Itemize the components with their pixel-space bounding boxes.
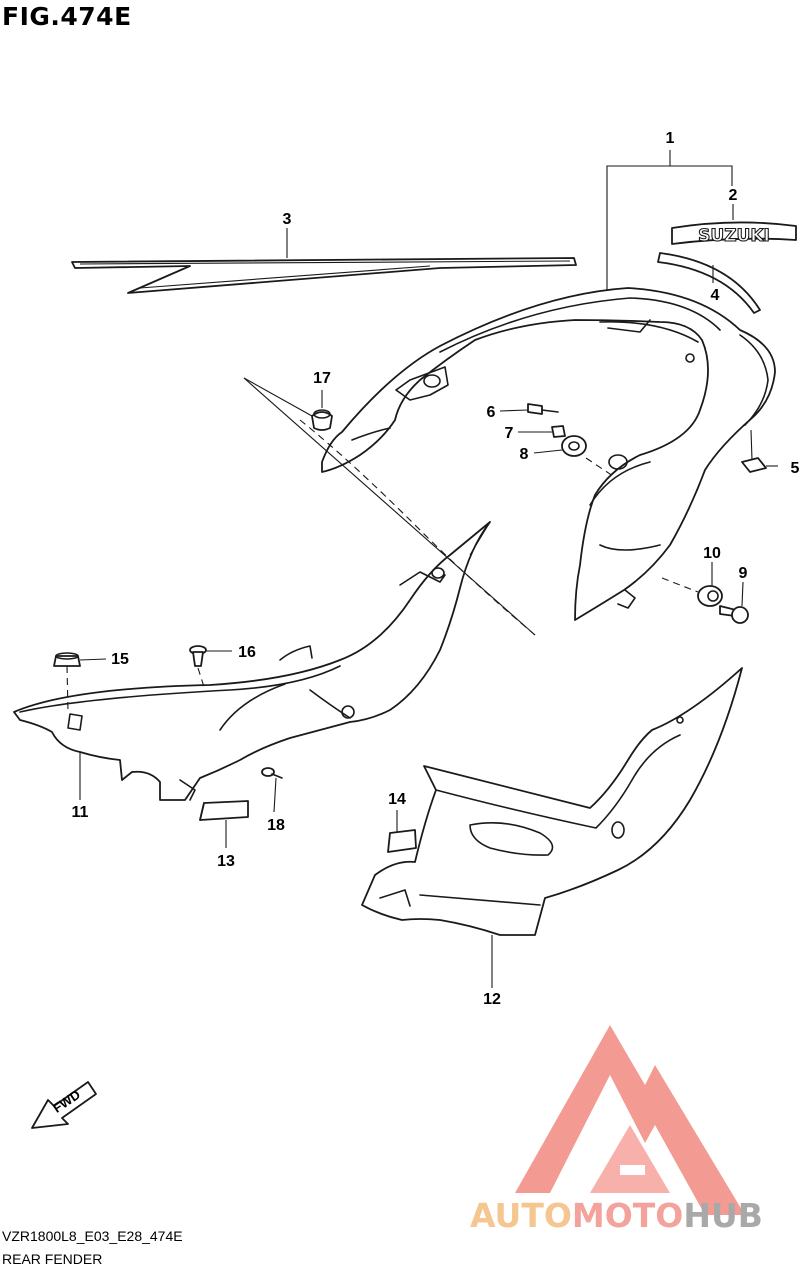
callout-3: 3 (283, 211, 292, 228)
part-15-grommet[interactable] (53, 652, 81, 667)
callout-17: 17 (313, 370, 331, 387)
part-11-rear-fender[interactable] (13, 521, 491, 801)
part-16-push-rivet[interactable] (189, 645, 207, 667)
callout-16: 16 (238, 644, 256, 661)
part-4-curved-molding[interactable] (657, 252, 761, 314)
part-8-cushion[interactable] (561, 435, 587, 457)
figure-title: FIG.474E (2, 2, 132, 31)
fwd-arrow: FWD (31, 1081, 97, 1129)
callout-15: 15 (111, 651, 129, 668)
callout-8: 8 (520, 446, 529, 463)
part-5-clip-nut[interactable] (741, 457, 767, 473)
callout-13: 13 (217, 853, 235, 870)
callout-9: 9 (739, 565, 748, 582)
alignment-lines (243, 377, 536, 636)
part-17-grommet[interactable] (311, 409, 333, 431)
part-14-pad[interactable] (387, 829, 417, 853)
part-12-lower-fender[interactable] (361, 667, 743, 936)
callout-11: 11 (72, 804, 89, 821)
automotohub-watermark-logo (515, 1025, 745, 1215)
watermark-text: AUTOMOTOHUB (470, 1196, 763, 1235)
callout-1: 1 (666, 130, 675, 147)
callout-numbers: 1 2 3 4 5 6 7 8 9 10 11 12 13 14 15 16 1… (72, 130, 800, 1008)
part-6-screw[interactable] (527, 403, 559, 415)
callout-5: 5 (791, 460, 800, 477)
watermark-auto: AUTO (470, 1196, 572, 1235)
part-18-screw[interactable] (261, 767, 283, 779)
callout-2: 2 (729, 187, 738, 204)
callout-10: 10 (703, 545, 721, 562)
part-10-grommet[interactable] (697, 585, 723, 607)
part-13-pad[interactable] (199, 800, 249, 821)
part-2-suzuki-emblem[interactable]: SUZUKI (671, 221, 797, 247)
callout-4: 4 (711, 287, 720, 304)
callout-12: 12 (483, 991, 501, 1008)
callout-14: 14 (388, 791, 406, 808)
callout-6: 6 (487, 404, 496, 421)
part-7-collar[interactable] (551, 425, 566, 438)
leader-lines (66, 204, 778, 988)
footer-section-name: REAR FENDER (2, 1251, 103, 1267)
watermark-moto: MOTO (571, 1196, 684, 1235)
callout-7: 7 (505, 425, 514, 442)
part-1-seat-tail-cowl[interactable] (321, 287, 776, 621)
footer-model-code: VZR1800L8_E03_E28_474E (2, 1228, 183, 1244)
watermark-hub: HUB (683, 1196, 763, 1235)
emblem-text: SUZUKI (698, 226, 770, 246)
part-3-stripe-decal[interactable] (71, 257, 577, 294)
part-9-screw[interactable] (719, 605, 749, 624)
part-1-leader (606, 150, 733, 298)
callout-18: 18 (267, 817, 285, 834)
